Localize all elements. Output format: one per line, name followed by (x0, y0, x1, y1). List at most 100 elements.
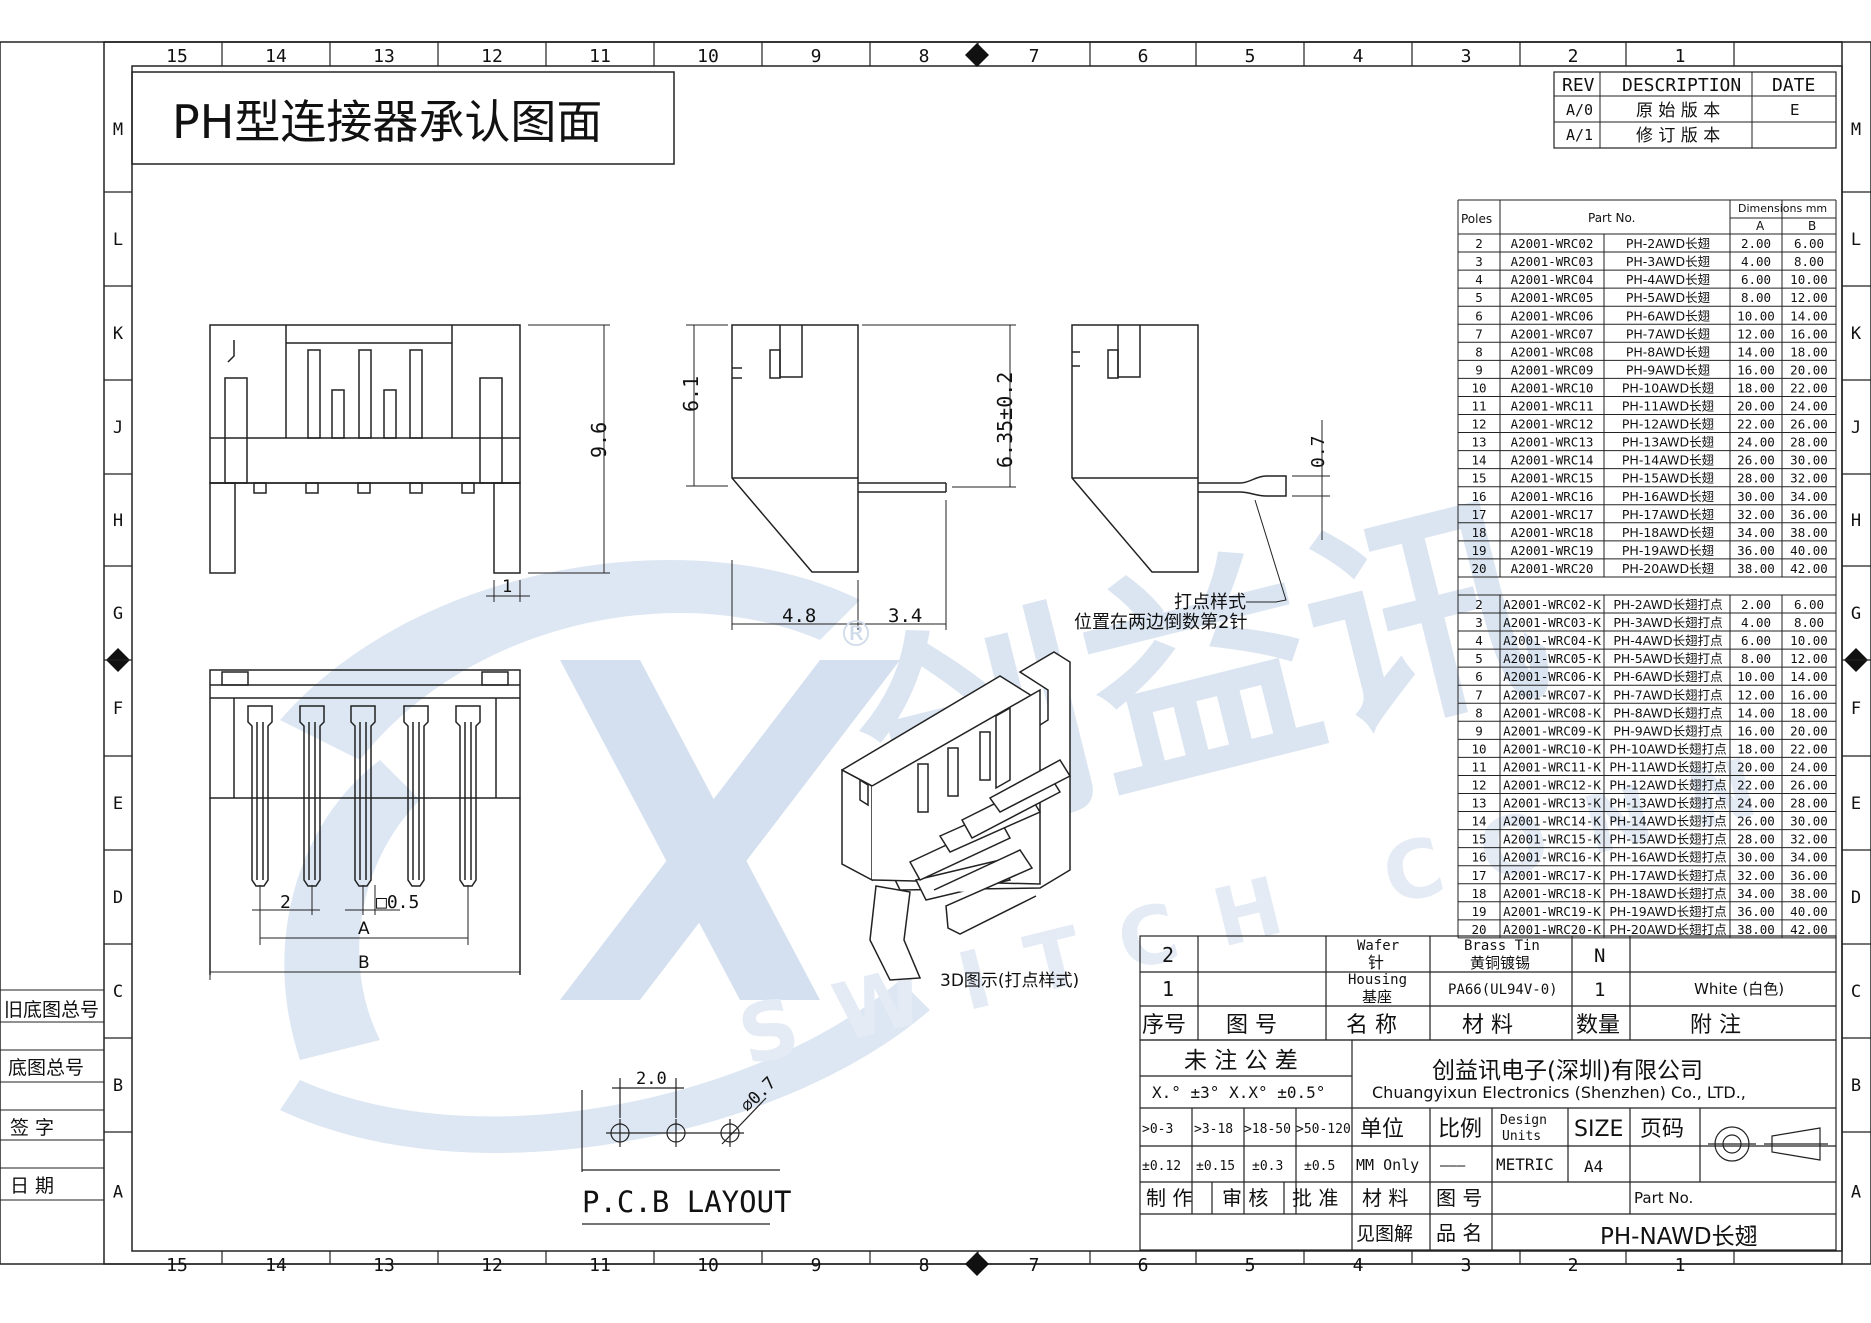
parts-row-poles: 16 (1471, 489, 1486, 504)
parts-row-poles: 9 (1475, 362, 1483, 377)
stamp-signature: 签 字 (10, 1117, 54, 1139)
parts-row-part-name: PH-4AWD长翅 (1626, 272, 1711, 287)
bom-header-name: 名 称 (1346, 1013, 1397, 1038)
zone-column-label-top: 5 (1245, 46, 1256, 67)
parts-row-k-poles: 4 (1475, 633, 1483, 648)
parts-row-poles: 18 (1471, 525, 1486, 540)
zone-column-label-bottom: 13 (373, 1255, 395, 1276)
zone-row-label-left: G (113, 604, 123, 624)
parts-row-k-part-name: PH-4AWD长翅打点 (1613, 633, 1722, 648)
rev-row-1-desc: 原 始 版 本 (1636, 101, 1720, 121)
top-view-pins (247, 705, 481, 887)
parts-row-k-dim-a: 26.00 (1737, 814, 1775, 829)
top-view (209, 669, 521, 975)
parts-row-k-dim-b: 8.00 (1794, 615, 1824, 630)
parts-row-dim-a: 26.00 (1737, 453, 1775, 468)
parts-row-poles: 11 (1471, 399, 1486, 414)
drawing-title: PH型连接器承认图面 (172, 95, 602, 149)
zone-column-label-bottom: 10 (697, 1255, 719, 1276)
parts-row-k-dim-a: 14.00 (1737, 705, 1775, 720)
pcb-layout (581, 1078, 780, 1225)
bom-row2-material-en: Brass Tin (1464, 938, 1540, 954)
parts-row-k-part-code: A2001-WRC18-K (1503, 886, 1601, 901)
made-label: 制 作 (1146, 1186, 1192, 1210)
parts-row-dim-a: 2.00 (1741, 236, 1771, 251)
parts-row-dim-a: 18.00 (1737, 380, 1775, 395)
parts-row-part-name: PH-7AWD长翅 (1626, 326, 1711, 341)
dim-pin-0-5: □0.5 (376, 892, 419, 913)
zone-column-label-top: 7 (1029, 46, 1040, 67)
see-drawing-label: 见图解 (1356, 1223, 1413, 1245)
side-view-dot (1071, 324, 1287, 573)
parts-row-k-dim-b: 38.00 (1790, 886, 1828, 901)
parts-row-part-code: A2001-WRC17 (1511, 507, 1594, 522)
parts-row-dim-b: 6.00 (1794, 236, 1824, 251)
parts-row-part-name: PH-15AWD长翅 (1622, 471, 1715, 486)
zone-column-label-bottom: 8 (919, 1255, 930, 1276)
parts-header-a: A (1756, 219, 1765, 233)
bom-header-qty: 数量 (1576, 1013, 1620, 1038)
parts-row-part-name: PH-5AWD长翅 (1626, 290, 1711, 305)
stamp-drawing-no: 底图总号 (8, 1057, 84, 1079)
parts-row-k-part-name: PH-7AWD长翅打点 (1613, 687, 1722, 702)
parts-row-k-dim-b: 22.00 (1790, 741, 1828, 756)
parts-row-poles: 3 (1475, 254, 1483, 269)
bom-row2-name-en: Wafer (1357, 938, 1399, 954)
parts-row-part-name: PH-6AWD长翅 (1626, 308, 1711, 323)
parts-row-k-dim-a: 36.00 (1737, 904, 1775, 919)
zone-column-label-bottom: 15 (166, 1255, 188, 1276)
parts-row-dim-b: 20.00 (1790, 362, 1828, 377)
parts-row-k-part-name: PH-20AWD长翅打点 (1609, 922, 1726, 937)
parts-row-dim-a: 22.00 (1737, 417, 1775, 432)
parts-row-k-part-code: A2001-WRC09-K (1503, 723, 1601, 738)
parts-row-dim-b: 22.00 (1790, 380, 1828, 395)
tol-value-1: ±0.12 (1142, 1159, 1181, 1174)
zone-row-label-right: M (1851, 120, 1861, 140)
parts-row-poles: 12 (1471, 417, 1486, 432)
tol-range-1: >0-3 (1142, 1122, 1173, 1137)
parts-row-k-dim-a: 6.00 (1741, 633, 1771, 648)
parts-row-k-part-name: PH-2AWD长翅打点 (1613, 597, 1722, 612)
rev-header-description: DESCRIPTION (1622, 75, 1741, 96)
parts-row-part-name: PH-9AWD长翅 (1626, 362, 1711, 377)
bom-header-note: 附 注 (1690, 1013, 1741, 1038)
zone-column-label-top: 11 (589, 46, 611, 67)
parts-row-part-name: PH-3AWD长翅 (1626, 254, 1711, 269)
pin-outline (299, 705, 325, 887)
parts-row-k-dim-b: 14.00 (1790, 669, 1828, 684)
parts-row-dim-a: 12.00 (1737, 326, 1775, 341)
parts-row-k-dim-b: 34.00 (1790, 850, 1828, 865)
tol-title: 未 注 公 差 (1184, 1048, 1298, 1074)
parts-row-dim-b: 24.00 (1790, 399, 1828, 414)
parts-row-k-part-code: A2001-WRC12-K (1503, 778, 1601, 793)
part-no-label: Part No. (1634, 1189, 1693, 1207)
parts-row-dim-a: 30.00 (1737, 489, 1775, 504)
parts-row-part-code: A2001-WRC08 (1511, 344, 1594, 359)
zone-column-label-top: 13 (373, 46, 395, 67)
parts-row-dim-a: 6.00 (1741, 272, 1771, 287)
parts-row-k-dim-a: 16.00 (1737, 723, 1775, 738)
parts-row-k-dim-a: 10.00 (1737, 669, 1775, 684)
parts-header-part-no: Part No. (1588, 211, 1635, 225)
bom-row2-qty: N (1594, 945, 1605, 967)
parts-row-k-poles: 12 (1471, 778, 1486, 793)
tol-range-4: >50-120 (1296, 1122, 1351, 1137)
tol-angle: X.° ±3° X.X° ±0.5° (1152, 1083, 1325, 1102)
parts-row-k-poles: 2 (1475, 597, 1483, 612)
note-dot-position: 位置在两边倒数第2针 (1074, 612, 1247, 633)
dim-6-35: 6.35±0.2 (993, 372, 1017, 468)
parts-row-k-dim-a: 2.00 (1741, 597, 1771, 612)
parts-row-k-part-code: A2001-WRC10-K (1503, 741, 1601, 756)
parts-row-dim-a: 16.00 (1737, 362, 1775, 377)
tol-value-2: ±0.15 (1196, 1159, 1235, 1174)
parts-row-k-part-name: PH-11AWD长翅打点 (1609, 759, 1726, 774)
parts-row-dim-a: 32.00 (1737, 507, 1775, 522)
stamp-old-drawing-no: 旧底图总号 (4, 999, 99, 1021)
parts-row-k-dim-b: 36.00 (1790, 868, 1828, 883)
parts-row-part-code: A2001-WRC15 (1511, 471, 1594, 486)
pin-outline (403, 705, 429, 887)
company-name-en: Chuangyixun Electronics (Shenzhen) Co., … (1372, 1083, 1746, 1102)
parts-row-k-poles: 14 (1471, 814, 1486, 829)
title-box (131, 71, 675, 165)
parts-row-part-code: A2001-WRC06 (1511, 308, 1594, 323)
